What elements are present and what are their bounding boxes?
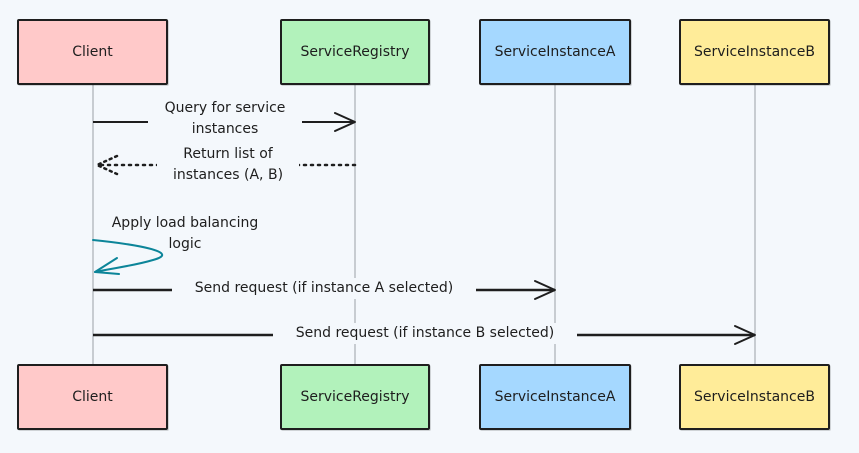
- participant-client-top: Client: [17, 19, 168, 85]
- participant-instance-a-bottom: ServiceInstanceA: [479, 364, 631, 430]
- participant-registry-bottom: ServiceRegistry: [280, 364, 430, 430]
- participant-instance-a-top: ServiceInstanceA: [479, 19, 631, 85]
- participant-client-bottom: Client: [17, 364, 168, 430]
- participant-instance-b-bottom: ServiceInstanceB: [679, 364, 830, 430]
- arrow-self-head: [94, 257, 120, 275]
- participant-registry-top: ServiceRegistry: [280, 19, 430, 85]
- arrow-query-head: [334, 112, 356, 132]
- arrow-self-line: [92, 239, 163, 273]
- message-label-query: Query for service instances: [148, 98, 302, 140]
- message-label-send-a: Send request (if instance A selected): [172, 278, 476, 299]
- participant-instance-b-top: ServiceInstanceB: [679, 19, 830, 85]
- arrow-send-a-head: [534, 280, 556, 300]
- message-label-send-b: Send request (if instance B selected): [273, 323, 577, 344]
- arrow-send-b-head: [734, 325, 756, 345]
- message-label-return: Return list of instances (A, B): [157, 144, 299, 186]
- message-label-load-balancing: Apply load balancing logic: [111, 215, 259, 252]
- arrow-return-head: [95, 154, 119, 176]
